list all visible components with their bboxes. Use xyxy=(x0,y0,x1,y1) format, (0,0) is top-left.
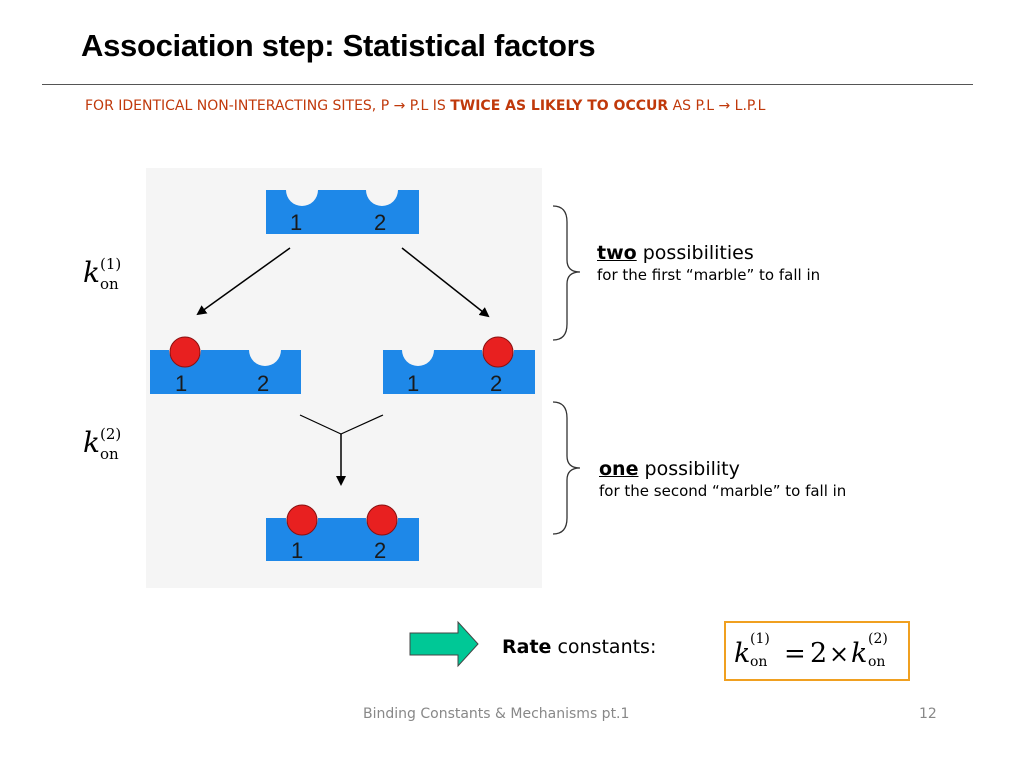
formula-k: k xyxy=(851,638,867,669)
protein-site2-bound xyxy=(383,350,535,394)
subtitle-post: AS P.L xyxy=(668,98,719,114)
arrow-right-icon: → xyxy=(393,98,406,114)
brace-top xyxy=(552,205,581,341)
footer-title: Binding Constants & Mechanisms pt.1 xyxy=(363,706,630,722)
k-symbol: k xyxy=(83,256,100,289)
note-detail: for the first “marble” to fall in xyxy=(597,266,821,284)
note-rest: possibility xyxy=(638,458,740,480)
converge-line xyxy=(340,414,384,435)
note-second-binding: one possibility for the second “marble” … xyxy=(599,458,846,500)
rate-formula-box: k (1) on = 2 × k (2) on xyxy=(724,621,910,681)
rate-rest: constants: xyxy=(551,636,657,658)
site-label: 1 xyxy=(290,210,302,235)
note-first-binding: two possibilities for the first “marble”… xyxy=(597,242,820,284)
ligand-marble xyxy=(286,504,318,536)
site-label: 1 xyxy=(407,371,419,396)
rate-bold: Rate xyxy=(502,636,552,658)
k-subscript: on xyxy=(100,275,119,293)
formula-sup: (1) xyxy=(750,631,770,647)
ligand-marble xyxy=(169,336,201,368)
title-divider xyxy=(42,84,973,85)
k-subscript: on xyxy=(100,445,119,463)
ligand-marble xyxy=(366,504,398,536)
site-label: 1 xyxy=(175,371,187,396)
rate-formula: k (1) on = 2 × k (2) on xyxy=(734,631,888,670)
formula-eq: = xyxy=(784,639,806,669)
note-rest: possibilities xyxy=(636,242,754,264)
rate-constants-label: Rate constants: xyxy=(502,636,656,658)
subtitle: FOR IDENTICAL NON-INTERACTING SITES, P →… xyxy=(85,98,765,114)
note-bold: two xyxy=(597,242,637,264)
site-label: 2 xyxy=(490,371,502,396)
site-label: 2 xyxy=(374,538,386,563)
protein-both-bound xyxy=(266,518,419,561)
subtitle-end: L.P.L xyxy=(730,98,766,114)
arrow-line xyxy=(196,247,291,316)
subtitle-mid: P.L IS xyxy=(405,98,451,114)
site-label: 2 xyxy=(374,210,386,235)
page-title: Association step: Statistical factors xyxy=(81,28,596,63)
subtitle-emphasis: TWICE AS LIKELY TO OCCUR xyxy=(450,98,669,114)
formula-sub: on xyxy=(750,654,767,670)
rate-label-k2: k (2) on xyxy=(83,425,121,463)
formula-sup: (2) xyxy=(868,631,888,647)
formula-times: × xyxy=(829,640,849,668)
subtitle-pre: FOR IDENTICAL NON-INTERACTING SITES, P xyxy=(85,98,394,114)
brace-bottom xyxy=(552,401,581,535)
site-label: 2 xyxy=(257,371,269,396)
arrow-line xyxy=(401,247,490,318)
k-superscript: (2) xyxy=(100,425,122,443)
arrow-right-icon: → xyxy=(718,98,731,114)
k-superscript: (1) xyxy=(100,255,122,273)
k-symbol: k xyxy=(83,426,100,459)
converge-line xyxy=(299,414,342,435)
note-detail: for the second “marble” to fall in xyxy=(599,482,847,500)
rate-label-k1: k (1) on xyxy=(83,255,121,293)
page-number: 12 xyxy=(919,706,937,722)
note-bold: one xyxy=(599,458,639,480)
block-arrow-icon xyxy=(409,620,479,668)
ligand-marble xyxy=(482,336,514,368)
site-label: 1 xyxy=(291,538,303,563)
formula-k: k xyxy=(734,638,750,669)
protein-site1-bound xyxy=(150,350,301,394)
formula-sub: on xyxy=(868,654,885,670)
formula-factor: 2 xyxy=(810,638,827,669)
protein-empty xyxy=(266,190,419,234)
